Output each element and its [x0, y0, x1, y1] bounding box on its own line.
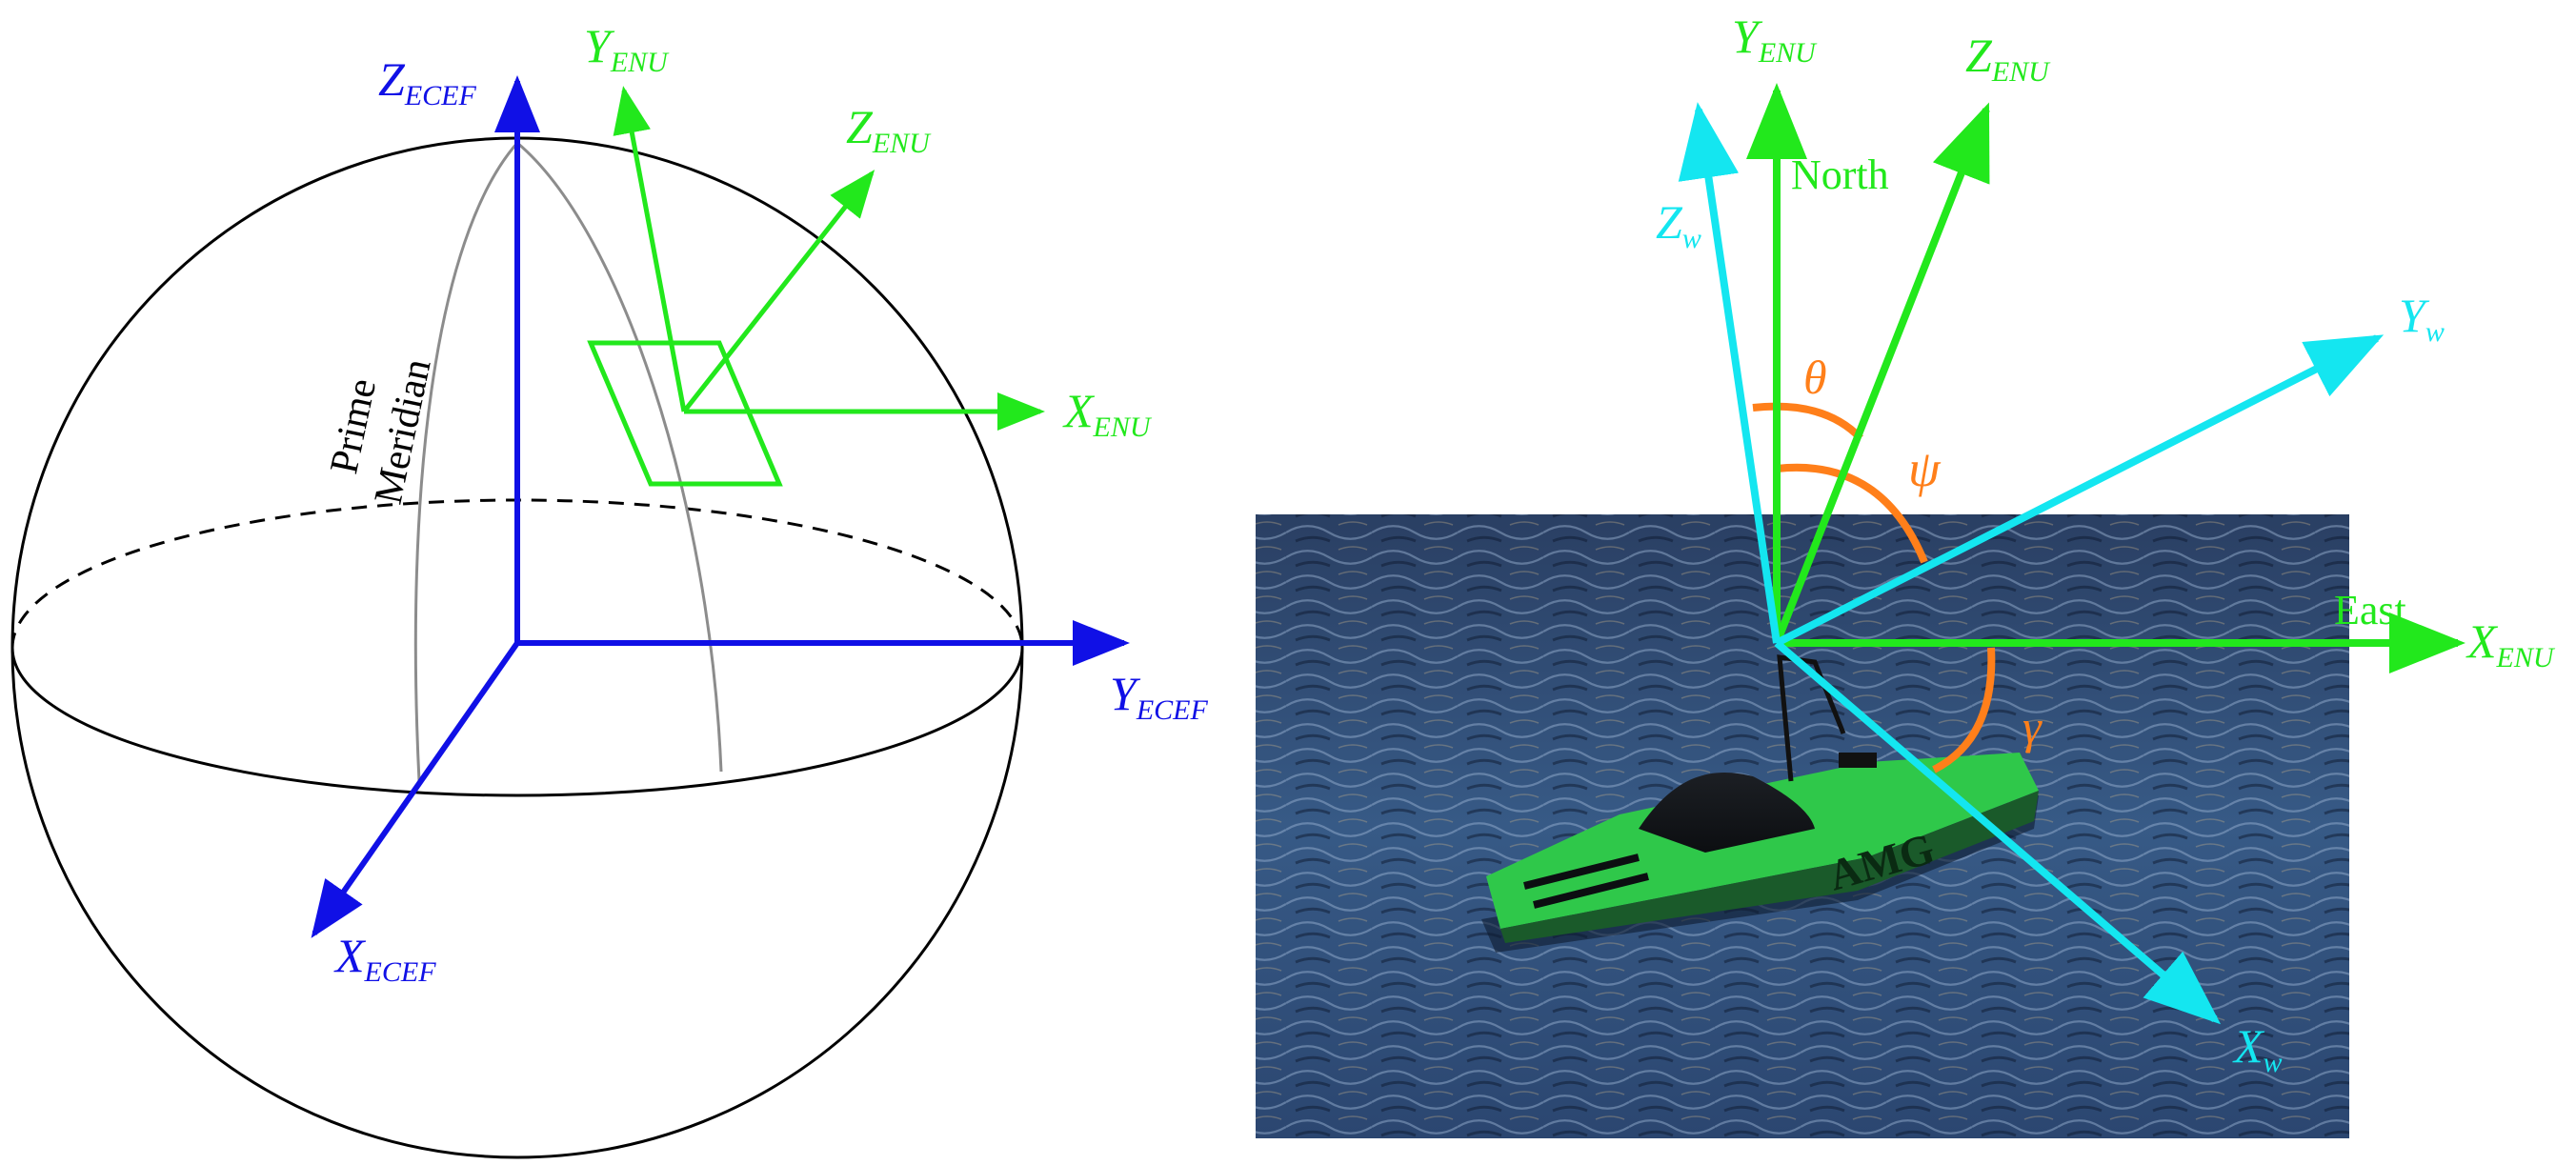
world-y-label: Yw: [2399, 289, 2445, 348]
equator-front: [10, 647, 1024, 797]
enu-left-z-axis: [682, 170, 875, 413]
world-z-axis: [1678, 102, 1781, 644]
psi-label: ψ: [1908, 440, 1942, 497]
prime-meridian-line: [413, 142, 519, 782]
enu-right-y-label: YENU: [1732, 10, 1818, 69]
boat-stern-stripes: [1523, 854, 1649, 909]
boat-antenna-base: [1839, 753, 1877, 768]
enu-right-z-label: ZENU: [1965, 29, 2051, 88]
world-x-axis: [1774, 639, 2222, 1025]
psi-arc: [1776, 463, 1928, 564]
tangent-plane: [587, 340, 783, 487]
ecef-x-axis: [311, 641, 520, 938]
ecef-y-label: YECEF: [1110, 667, 1208, 726]
enu-left-y-axis: [613, 86, 687, 412]
ecef-z-label: ZECEF: [378, 52, 476, 111]
boat-frames-diagram: AMG YENU ZENU XENU North East: [1256, 10, 2556, 1138]
world-z-label: Zw: [1656, 195, 1701, 254]
gamma-label: γ: [2023, 700, 2043, 753]
boat-side: [1500, 791, 2039, 943]
boat-photo-icon: AMG: [1256, 514, 2349, 1138]
enu-left-z-label: ZENU: [846, 100, 932, 159]
meridian-line-east: [516, 141, 723, 773]
theta-arc: [1752, 402, 1863, 441]
gamma-arc: [1932, 647, 1996, 773]
world-x-label: Xw: [2232, 1019, 2283, 1078]
enu-right-x-label: XENU: [2465, 614, 2556, 673]
theta-label: θ: [1803, 351, 1827, 404]
world-y-axis: [1775, 334, 2385, 647]
north-label: North: [1791, 151, 1889, 198]
ecef-x-label: XECEF: [333, 929, 436, 988]
ecef-sphere-diagram: ZECEF YECEF XECEF Prime Meridian YENU ZE…: [10, 19, 1208, 1159]
boat-cockpit: [1639, 772, 1815, 853]
enu-left-x-label: XENU: [1062, 384, 1153, 443]
enu-right-z-axis: [1773, 102, 1990, 645]
east-label: East: [2334, 587, 2406, 633]
enu-left-y-label: YENU: [584, 19, 670, 78]
